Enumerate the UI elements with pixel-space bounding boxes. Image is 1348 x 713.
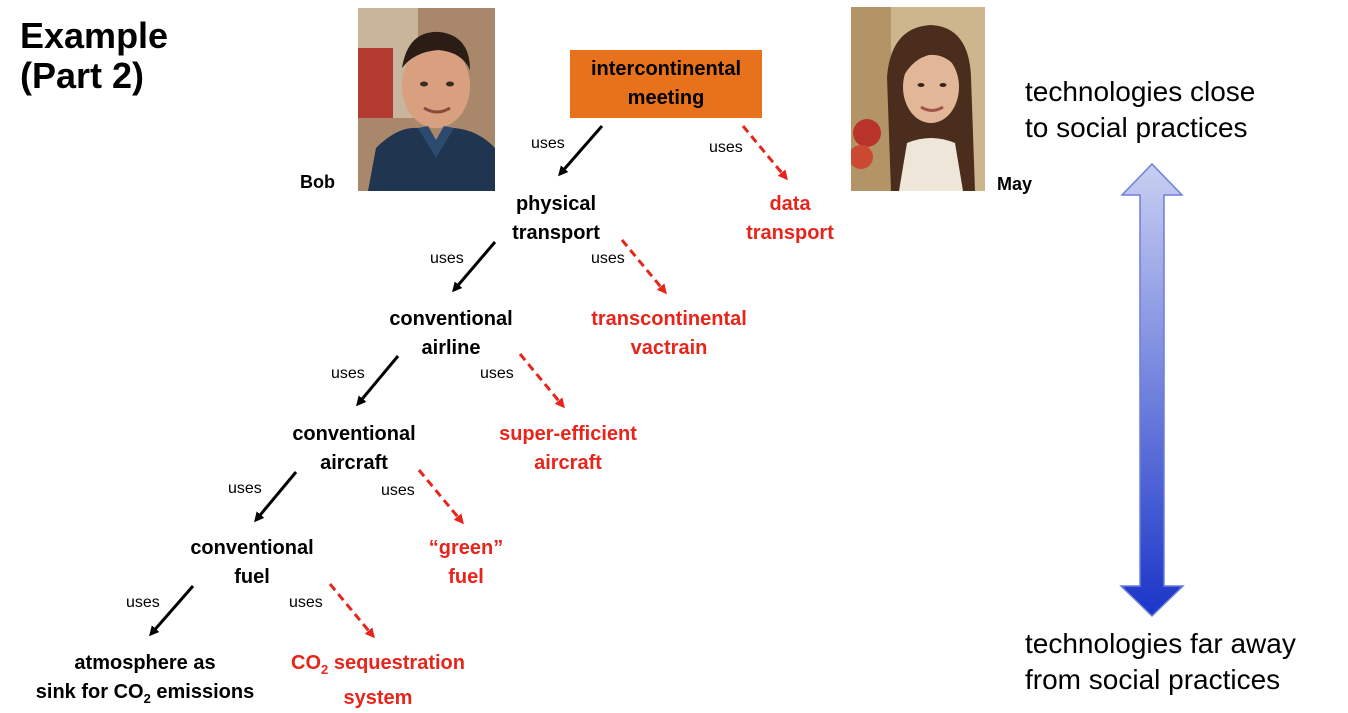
arrow-physical-to-airline: [452, 241, 497, 293]
scale-top-line1: technologies close: [1025, 76, 1256, 107]
node-physical-transport-line1: physical: [515, 193, 597, 215]
node-atmosphere-sink-line2-sub: 2: [143, 691, 151, 706]
arrow-root-to-data: [741, 125, 788, 181]
edge-label-aircraft-to-green: uses: [381, 482, 415, 499]
node-transcontinental-vactrain: transcontinental vactrain: [566, 305, 772, 363]
node-co2-sequestration-line1: CO2 sequestration: [262, 649, 494, 684]
node-green-fuel: “green” fuel: [400, 534, 532, 592]
edge-label-root-to-physical: uses: [531, 135, 565, 152]
node-data-transport-line2: transport: [746, 222, 834, 244]
node-data-transport-line1: data: [769, 193, 811, 215]
node-conventional-airline: conventional airline: [371, 305, 531, 363]
edge-label-fuel-to-co2: uses: [289, 594, 323, 611]
node-atmosphere-sink-line2-pre: sink for CO: [35, 681, 144, 703]
node-conventional-aircraft: conventional aircraft: [274, 420, 434, 478]
node-green-fuel-line1: “green”: [428, 537, 504, 559]
arrow-airline-to-super: [518, 353, 565, 409]
node-co2-sequestration-line2: system: [343, 687, 413, 709]
root-node-line2: meeting: [627, 87, 705, 109]
scale-top-label: technologies close to social practices: [1025, 74, 1255, 146]
edge-label-physical-to-vactrain: uses: [591, 250, 625, 267]
scale-bottom-label: technologies far away from social practi…: [1025, 626, 1296, 698]
bob-label: Bob: [300, 172, 335, 192]
root-node-line1: intercontinental: [590, 58, 741, 80]
node-co2-sequestration-line1-pre: CO: [291, 652, 322, 674]
node-conventional-airline-line2: airline: [421, 337, 481, 359]
node-data-transport: data transport: [730, 190, 850, 248]
node-conventional-fuel-line1: conventional: [190, 537, 314, 559]
node-conventional-fuel: conventional fuel: [172, 534, 332, 592]
slide-title-line2: (Part 2): [20, 55, 145, 96]
node-conventional-airline-line1: conventional: [389, 308, 513, 330]
node-co2-sequestration-line1-post: sequestration: [328, 652, 465, 674]
node-super-efficient-aircraft-line2: aircraft: [534, 452, 602, 474]
arrow-aircraft-to-fuel: [254, 471, 298, 523]
slide-title: Example (Part 2): [20, 16, 168, 96]
edge-label-fuel-to-atmosphere: uses: [126, 594, 160, 611]
arrow-fuel-to-co2: [328, 583, 375, 639]
arrow-aircraft-to-green: [417, 469, 464, 525]
scale-double-arrow: [1119, 162, 1185, 618]
arrow-airline-to-aircraft: [356, 355, 400, 407]
node-physical-transport-line2: transport: [512, 222, 600, 244]
node-atmosphere-sink-line2-post: emissions: [150, 681, 255, 703]
root-node-intercontinental-meeting: intercontinental meeting: [570, 50, 762, 118]
node-conventional-aircraft-line1: conventional: [292, 423, 416, 445]
edge-label-aircraft-to-fuel: uses: [228, 480, 262, 497]
scale-bottom-line2: from social practices: [1025, 664, 1281, 695]
arrow-physical-to-vactrain: [620, 239, 667, 295]
scale-bottom-line1: technologies far away: [1025, 628, 1296, 659]
node-conventional-fuel-line2: fuel: [234, 566, 270, 588]
node-green-fuel-line2: fuel: [448, 566, 484, 588]
scale-top-line2: to social practices: [1025, 112, 1248, 143]
edge-label-airline-to-aircraft: uses: [331, 365, 365, 382]
node-transcontinental-vactrain-line2: vactrain: [630, 337, 708, 359]
bob-photo: [358, 8, 495, 191]
node-co2-sequestration: CO2 sequestration system: [262, 649, 494, 713]
node-transcontinental-vactrain-line1: transcontinental: [591, 308, 747, 330]
may-label: May: [997, 174, 1033, 194]
node-co2-sequestration-line1-sub: 2: [321, 662, 329, 677]
node-super-efficient-aircraft: super-efficient aircraft: [470, 420, 666, 478]
node-atmosphere-sink-line1: atmosphere as: [74, 652, 216, 674]
node-physical-transport: physical transport: [493, 190, 619, 248]
slide-title-line1: Example: [20, 15, 169, 56]
node-atmosphere-sink: atmosphere as sink for CO2 emissions: [10, 649, 280, 713]
node-super-efficient-aircraft-line1: super-efficient: [499, 423, 637, 445]
arrow-root-to-physical: [558, 125, 604, 177]
edge-label-root-to-data: uses: [709, 139, 743, 156]
may-photo: [851, 7, 985, 191]
arrow-fuel-to-atmosphere: [149, 585, 195, 637]
edge-label-airline-to-super: uses: [480, 365, 514, 382]
node-conventional-aircraft-line2: aircraft: [320, 452, 388, 474]
edge-label-physical-to-airline: uses: [430, 250, 464, 267]
node-atmosphere-sink-line2: sink for CO2 emissions: [10, 678, 280, 713]
